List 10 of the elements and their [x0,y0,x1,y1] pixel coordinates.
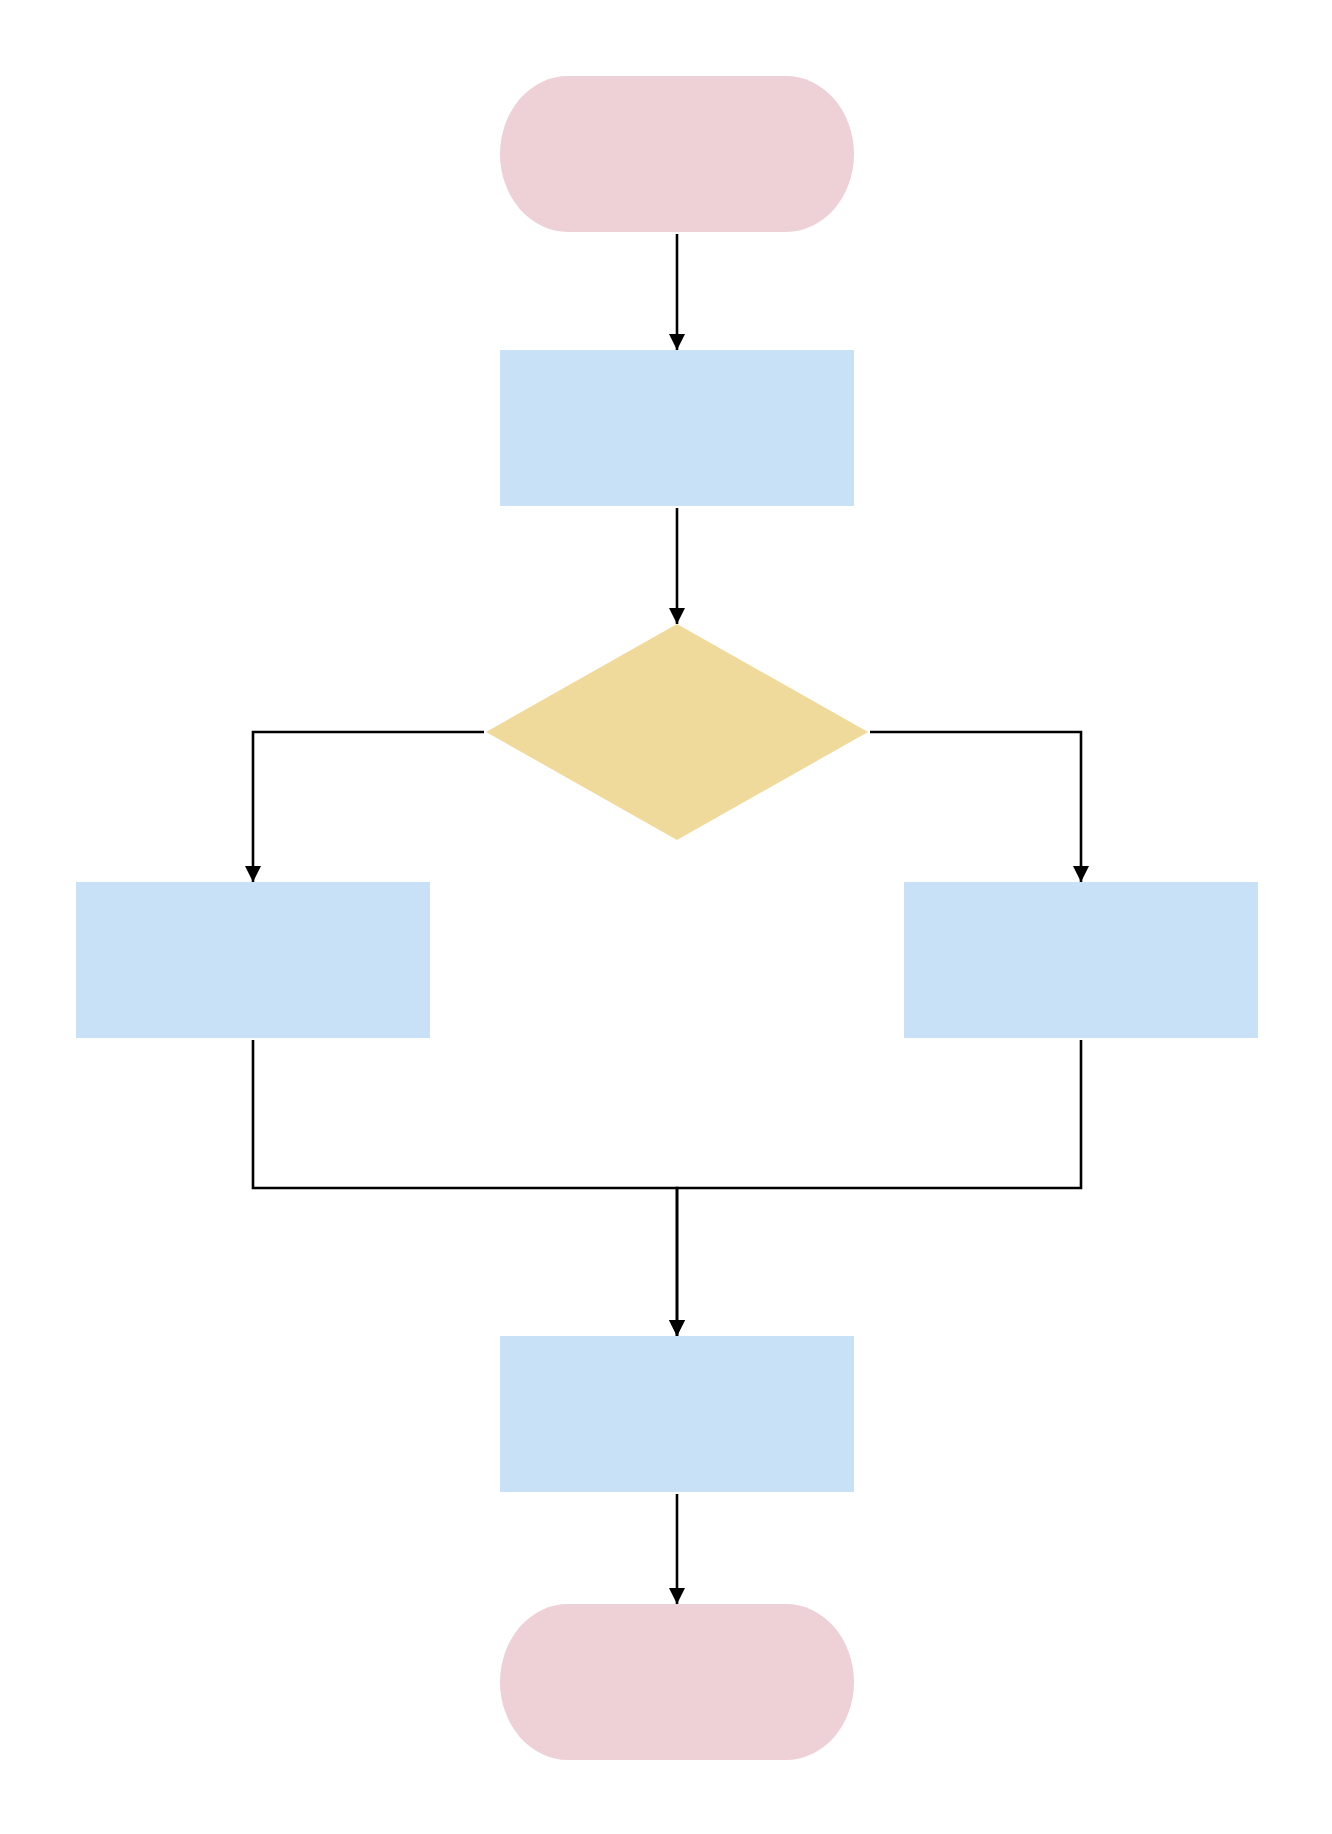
process-box [500,350,854,506]
arrow [669,1040,1083,1336]
arrow [870,730,1089,882]
arrow [669,234,685,350]
process-box [904,882,1258,1038]
arrow [669,1494,685,1604]
arrow [245,730,484,882]
arrow [669,508,685,624]
process-box [76,882,430,1038]
process-box [500,1336,854,1492]
